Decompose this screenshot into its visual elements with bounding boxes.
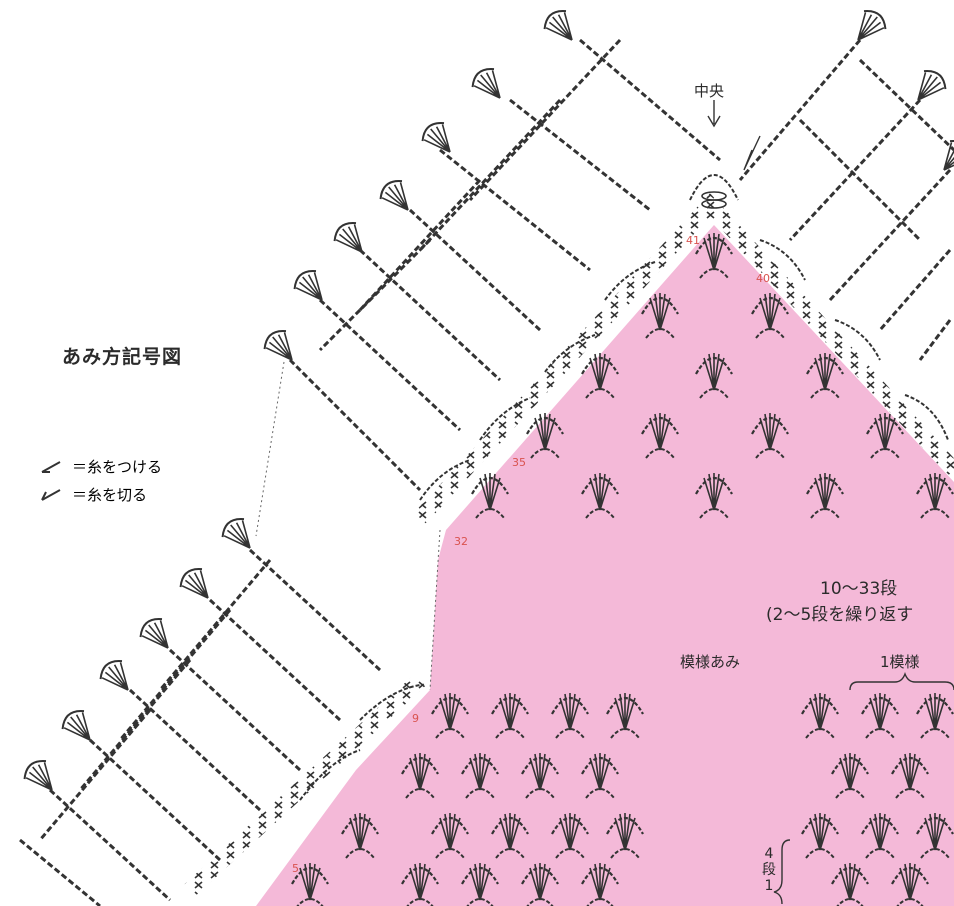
row-number: 9 xyxy=(412,712,419,725)
row-number: 40 xyxy=(756,272,770,285)
rows-range-label: 10〜33段 xyxy=(820,579,898,599)
repeat-unit-label: 1模様 xyxy=(880,653,920,671)
row-number: 5 xyxy=(292,862,299,875)
side-rows-label: 4段1 xyxy=(762,846,776,894)
legend-cut-row: ＝糸を切る xyxy=(38,484,147,505)
row-number: 35 xyxy=(512,456,526,469)
fringe-left-lower xyxy=(19,548,382,906)
pattern-name-label: 模様あみ xyxy=(680,653,741,671)
legend-attach-row: ＝糸をつける xyxy=(38,456,162,477)
cut-yarn-icon xyxy=(41,488,61,501)
center-label: 中央 xyxy=(694,82,725,100)
chart-title: あみ方記号図 xyxy=(62,346,183,368)
edge-band xyxy=(184,193,954,896)
row-number: 41 xyxy=(686,234,700,247)
repeat-note-label: (2〜5段を繰り返す xyxy=(766,605,914,625)
fringe-right-upper xyxy=(738,39,954,361)
attach-yarn-icon xyxy=(41,460,61,473)
legend-cut-label: ＝糸を切る xyxy=(72,486,148,504)
row-number: 32 xyxy=(454,535,468,548)
legend-attach-label: ＝糸をつける xyxy=(72,458,163,476)
pattern-fill xyxy=(256,225,954,906)
fringe-left-upper xyxy=(288,38,721,492)
